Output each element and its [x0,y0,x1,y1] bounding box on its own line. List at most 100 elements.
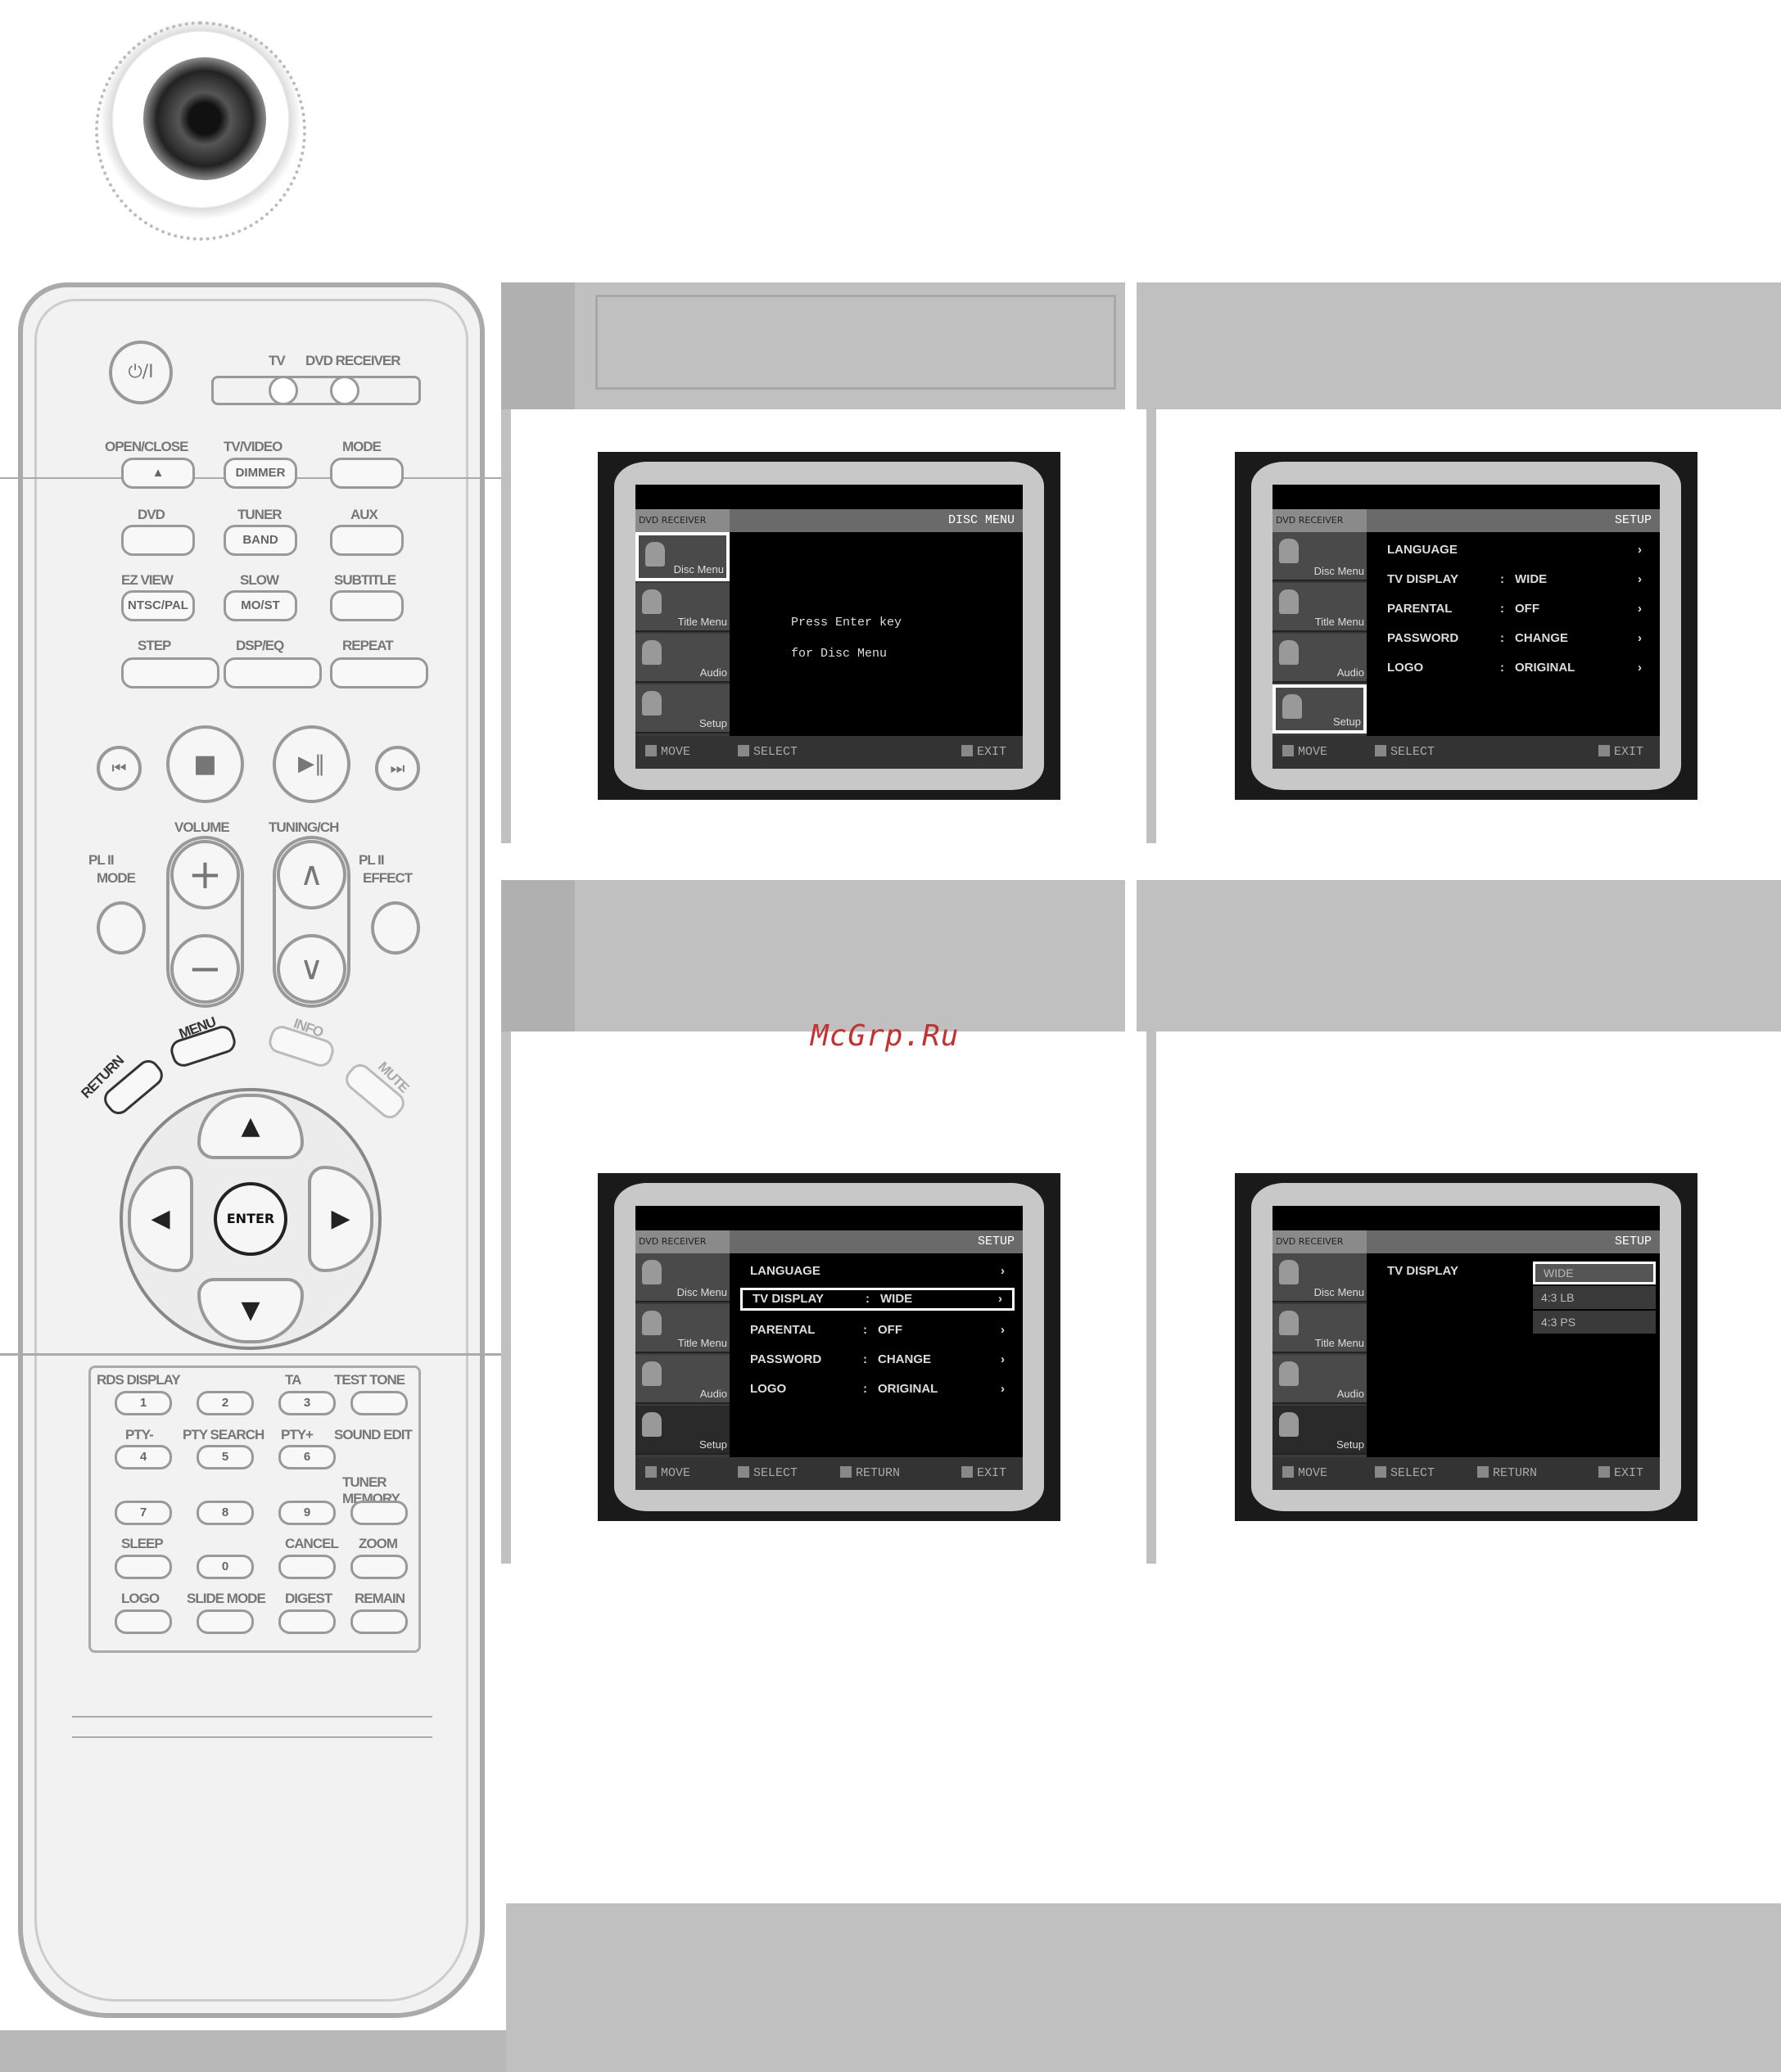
mode-button[interactable] [330,458,404,489]
osd-item-title-menu[interactable]: Title Menu [635,583,730,632]
selector-tv-knob[interactable] [269,376,298,405]
logo-button[interactable] [115,1609,172,1634]
setup-row-parental[interactable]: PARENTAL:OFF› [740,1319,1015,1342]
setup-row-parental[interactable]: PARENTAL:OFF› [1377,598,1652,621]
osd-footer-select: SELECT [738,745,798,759]
dvd-button[interactable] [121,525,195,556]
stop-button[interactable]: ■ [166,725,244,803]
pl-effect-button[interactable] [371,901,420,955]
osd-item-setup[interactable]: Setup [635,1406,730,1455]
digit-3-button[interactable]: 3 [278,1391,336,1415]
setup-row-language[interactable]: LANGUAGE› [1377,539,1652,562]
label-rds-display: RDS DISPLAY [97,1372,181,1388]
selector-dvd-knob[interactable] [330,376,359,405]
skip-forward-button[interactable]: ⏭ [375,746,420,791]
setup-row-logo[interactable]: LOGO:ORIGINAL› [740,1378,1015,1401]
digit-6-button[interactable]: 6 [278,1445,336,1469]
osd-item-setup[interactable]: Setup [1272,1406,1367,1455]
step-1-tab [501,282,575,409]
osd-item-disc-menu[interactable]: Disc Menu [1272,532,1367,581]
remain-button[interactable] [350,1609,408,1634]
nav-left-button[interactable]: ◀ [128,1166,193,1272]
step-button[interactable] [121,657,219,688]
digit-4-button[interactable]: 4 [115,1445,172,1469]
osd-item-setup[interactable]: Setup [1272,684,1367,734]
volume-up-icon: + [188,851,223,898]
arrow-up-icon: ▲ [241,1112,260,1140]
digit-2-button[interactable]: 2 [197,1391,254,1415]
digit-7-button[interactable]: 7 [115,1501,172,1525]
digit-1-button[interactable]: 1 [115,1391,172,1415]
setup-row-language[interactable]: LANGUAGE› [740,1260,1015,1283]
osd-item-disc-menu[interactable]: Disc Menu [1272,1253,1367,1302]
aux-button[interactable] [330,525,404,556]
mode-selector-switch[interactable] [211,376,421,405]
open-close-button[interactable]: ▲ [121,458,195,489]
setup-row-password[interactable]: PASSWORD:CHANGE› [1377,627,1652,650]
enter-button[interactable]: ENTER [214,1182,287,1256]
digit-9-button[interactable]: 9 [278,1501,336,1525]
setup-row-password[interactable]: PASSWORD:CHANGE› [740,1348,1015,1371]
subtitle-button[interactable] [330,590,404,621]
osd-item-title-menu[interactable]: Title Menu [1272,1304,1367,1353]
ntsc-pal-button[interactable]: NTSC/PAL [121,590,195,621]
repeat-button[interactable] [330,657,428,688]
digit-0-button[interactable]: 0 [197,1555,254,1579]
power-button[interactable]: ⏻/I [109,341,173,404]
digit-5-button[interactable]: 5 [197,1445,254,1469]
setup-row-colon: : [863,1323,867,1337]
digest-button[interactable] [278,1609,336,1634]
band-button[interactable]: BAND [224,525,297,556]
osd-item-setup[interactable]: Setup [635,684,730,734]
test-tone-button[interactable] [350,1391,408,1415]
setup-row-tv-display[interactable]: TV DISPLAY:WIDE› [740,1288,1015,1311]
tv-screen-disc-menu: DVD RECEIVER DISC MENU Disc Menu Title M… [598,452,1060,800]
mo-st-button[interactable]: MO/ST [224,590,297,621]
speaker-cone-icon [143,57,266,180]
tuner-memory-button[interactable] [350,1501,408,1525]
option-4-3-ps[interactable]: 4:3 PS [1533,1311,1656,1334]
speaker-ring [95,21,306,241]
channel-down-button[interactable]: ∨ [277,934,346,1004]
skip-back-button[interactable]: ⏮ [97,746,142,791]
osd-item-label: Audio [1336,666,1364,679]
digit-8-button[interactable]: 8 [197,1501,254,1525]
chevron-right-icon: › [998,1292,1002,1306]
osd-item-audio[interactable]: Audio [635,634,730,683]
osd-footer-select: SELECT [1375,745,1435,759]
gear-icon [1282,694,1302,719]
setup-row-logo[interactable]: LOGO:ORIGINAL› [1377,657,1652,679]
chevron-up-icon: ∧ [299,855,324,893]
volume-up-button[interactable]: + [170,840,240,910]
setup-row-tv-display[interactable]: TV DISPLAY:WIDE› [1377,568,1652,591]
cancel-button[interactable] [278,1555,336,1579]
volume-down-button[interactable]: − [170,934,240,1004]
osd-item-title-menu[interactable]: Title Menu [1272,583,1367,632]
pl-mode-button[interactable] [97,901,146,955]
osd-item-label: Disc Menu [673,563,724,576]
chevron-right-icon: › [1001,1323,1005,1337]
osd-item-title-menu[interactable]: Title Menu [635,1304,730,1353]
dsp-eq-button[interactable] [224,657,322,688]
chevron-right-icon: › [1638,543,1642,557]
option-wide[interactable]: WIDE [1533,1262,1656,1284]
label-aux: AUX [350,507,378,522]
play-pause-button[interactable]: ▶‖ [273,725,350,803]
osd-item-label: Title Menu [677,1337,727,1349]
osd-item-audio[interactable]: Audio [635,1355,730,1404]
osd-item-audio[interactable]: Audio [1272,634,1367,683]
osd-item-audio[interactable]: Audio [1272,1355,1367,1404]
dimmer-button[interactable]: DIMMER [224,458,297,489]
channel-up-button[interactable]: ∧ [277,840,346,910]
osd-item-disc-menu[interactable]: Disc Menu [635,1253,730,1302]
gear-icon [1279,1412,1299,1437]
step-4-header [1137,880,1781,1031]
osd-item-disc-menu[interactable]: Disc Menu [635,532,730,581]
label-pl-mode: MODE [97,870,136,886]
zoom-button[interactable] [350,1555,408,1579]
option-4-3-lb[interactable]: 4:3 LB [1533,1286,1656,1309]
osd-footer: MOVE SELECT EXIT [635,736,1023,769]
slide-mode-button[interactable] [197,1609,254,1634]
sleep-button[interactable] [115,1555,172,1579]
osd-sidebar: Disc Menu Title Menu Audio Setup [635,532,730,736]
